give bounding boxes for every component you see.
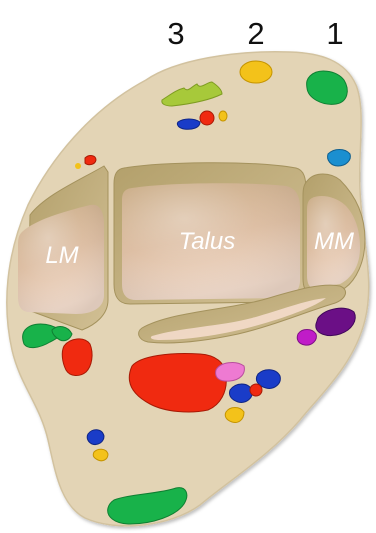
yellow-structure-top [240,61,272,83]
zone-1-label: 1 [326,16,343,51]
red-structure-left [62,339,92,376]
blue-structure-upper [177,119,200,129]
lm-label: LM [45,242,78,269]
zone-2-label: 2 [247,16,264,51]
cyan-structure-right [328,150,351,167]
blue-structure-lower-left [87,430,104,445]
yellow-structure-upper [219,111,227,121]
blue-structure-cluster-2 [229,384,252,402]
talus: Talus [114,163,306,304]
red-structure-small-left [85,156,96,165]
magenta-structure [297,330,316,346]
lateral-malleolus: LM [18,166,108,330]
talus-label: Talus [179,228,235,255]
red-structure-upper [200,111,214,125]
zone-3-label: 3 [167,16,184,51]
yellow-structure-small-left [75,163,81,169]
mm-label: MM [314,228,354,255]
red-structure-cluster [250,384,262,396]
yellow-structure-cluster [225,408,244,423]
